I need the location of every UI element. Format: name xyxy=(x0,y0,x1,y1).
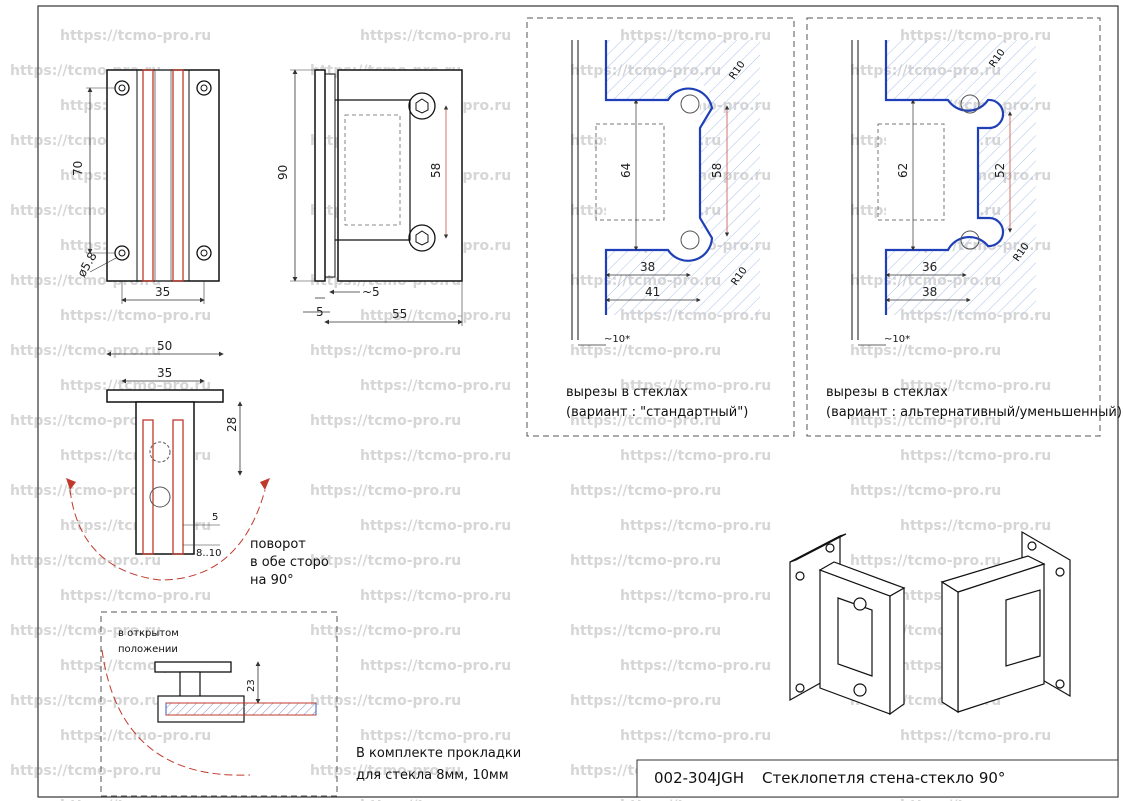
watermark-text: https://tcmo-pro.ru xyxy=(570,693,721,709)
watermark-text: https://tcmo-pro.ru xyxy=(60,728,211,744)
title-block: 002-304JGH Стеклопетля стена-стекло 90° xyxy=(636,759,1119,798)
side-dim-inner: 58 xyxy=(429,163,443,178)
open-position-view: в открытом положении 23 xyxy=(100,611,338,797)
rotation-note-line2: в обе сторо xyxy=(250,555,329,570)
part-code: 002-304JGH xyxy=(654,769,744,787)
watermark-text: https://tcmo-pro.ru xyxy=(310,693,461,709)
watermark-text: https://tcmo-pro.ru xyxy=(60,798,211,801)
std-dim-41: 41 xyxy=(645,285,660,299)
part-name: Стеклопетля стена-стекло 90° xyxy=(762,769,1005,787)
front-view: 70 35 ø5.8 xyxy=(71,69,220,304)
watermark-text: https://tcmo-pro.ru xyxy=(360,448,511,464)
hinge-3d-view-right xyxy=(940,530,1071,714)
open-label-line1: в открытом xyxy=(118,628,179,639)
watermark-text: https://tcmo-pro.ru xyxy=(620,518,771,534)
std-caption-line1: вырезы в стеклах xyxy=(566,385,688,400)
alt-caption-line2: (вариант : альтернативный/уменьшенный) xyxy=(826,405,1122,420)
side-view: 90 58 5 ~5 55 xyxy=(276,69,463,326)
std-caption-line2: (вариант : "стандартный") xyxy=(566,405,748,420)
rotation-note-line1: поворот xyxy=(250,537,306,552)
front-dim-width: 35 xyxy=(155,285,170,299)
watermark-text: https://tcmo-pro.ru xyxy=(310,763,461,779)
watermark-text: https://tcmo-pro.ru xyxy=(10,413,161,429)
watermark-text: https://tcmo-pro.ru xyxy=(620,798,771,801)
watermark-text: https://tcmo-pro.ru xyxy=(10,763,161,779)
side-dim-5: 5 xyxy=(316,305,324,319)
watermark-text: https://tcmo-pro.ru xyxy=(850,343,1001,359)
watermark-text: https://tcmo-pro.ru xyxy=(310,623,461,639)
watermark-text: https://tcmo-pro.ru xyxy=(620,448,771,464)
alt-dim-angle: ~10* xyxy=(884,334,910,345)
watermark-text: https://tcmo-pro.ru xyxy=(850,483,1001,499)
watermark-text: https://tcmo-pro.ru xyxy=(360,798,511,801)
std-dim-38: 38 xyxy=(640,260,655,274)
top-dim-glass: 8..10 xyxy=(196,548,221,559)
watermark-text: https://tcmo-pro.ru xyxy=(900,378,1051,394)
watermark-text: https://tcmo-pro.ru xyxy=(10,693,161,709)
watermark-text: https://tcmo-pro.ru xyxy=(60,308,211,324)
watermark-text: https://tcmo-pro.ru xyxy=(570,483,721,499)
watermark-text: https://tcmo-pro.ru xyxy=(360,588,511,604)
cutout-alternative-panel: 62 52 R10 R10 36 38 ~10* вырезы в стекла… xyxy=(806,17,1122,437)
watermark-text: https://tcmo-pro.ru xyxy=(360,658,511,674)
watermark-text: https://tcmo-pro.ru xyxy=(310,483,461,499)
open-label-line2: положении xyxy=(118,644,178,655)
cutout-standard-panel: 64 58 R10 R10 38 41 ~10* вырезы в стекла… xyxy=(526,17,795,437)
watermark-text: https://tcmo-pro.ru xyxy=(360,378,511,394)
hinge-3d-view-left xyxy=(789,533,906,716)
std-dim-64: 64 xyxy=(619,163,633,178)
rotation-note-line3: на 90° xyxy=(250,573,294,588)
watermark-text: https://tcmo-pro.ru xyxy=(10,343,161,359)
watermark-text: https://tcmo-pro.ru xyxy=(900,518,1051,534)
alt-dim-36: 36 xyxy=(922,260,937,274)
alt-dim-52: 52 xyxy=(993,163,1007,178)
alt-dim-62: 62 xyxy=(896,163,910,178)
watermark-text: https://tcmo-pro.ru xyxy=(850,413,1001,429)
alt-dim-38: 38 xyxy=(922,285,937,299)
alt-caption-line1: вырезы в стеклах xyxy=(826,385,948,400)
sheet-border xyxy=(37,5,1119,798)
watermark-text: https://tcmo-pro.ru xyxy=(360,728,511,744)
watermark-text: https://tcmo-pro.ru xyxy=(60,28,211,44)
watermark-text: https://tcmo-pro.ru xyxy=(620,658,771,674)
watermark-text: https://tcmo-pro.ru xyxy=(360,28,511,44)
watermark-text: https://tcmo-pro.ru xyxy=(570,343,721,359)
watermark-text: https://tcmo-pro.ru xyxy=(10,623,161,639)
side-dim-55: 55 xyxy=(392,307,407,321)
top-dim-5: 5 xyxy=(212,512,218,523)
watermark-text: https://tcmo-pro.ru xyxy=(620,588,771,604)
watermark-text: https://tcmo-pro.ru xyxy=(900,728,1051,744)
watermark-text: https://tcmo-pro.ru xyxy=(850,553,1001,569)
top-view: 50 35 28 5 8..10 поворот в обе сторо на … xyxy=(66,339,329,588)
watermark-text: https://tcmo-pro.ru xyxy=(570,413,721,429)
watermark-text: https://tcmo-pro.ru xyxy=(60,588,211,604)
side-dim-approx5: ~5 xyxy=(362,285,380,299)
front-dim-height: 70 xyxy=(71,161,85,176)
watermark-text: https://tcmo-pro.ru xyxy=(10,483,161,499)
watermark-text: https://tcmo-pro.ru xyxy=(620,728,771,744)
watermark-text: https://tcmo-pro.ru xyxy=(10,553,161,569)
std-dim-58: 58 xyxy=(710,163,724,178)
top-dim-35: 35 xyxy=(157,366,172,380)
open-dim-23: 23 xyxy=(246,679,257,692)
watermark-text: https://tcmo-pro.ru xyxy=(900,448,1051,464)
watermark-text: https://tcmo-pro.ru xyxy=(360,518,511,534)
watermark-text: https://tcmo-pro.ru xyxy=(310,553,461,569)
watermark-text: https://tcmo-pro.ru xyxy=(620,378,771,394)
watermark-text: https://tcmo-pro.ru xyxy=(570,553,721,569)
top-dim-28: 28 xyxy=(225,417,239,432)
watermark-text: https://tcmo-pro.ru xyxy=(310,413,461,429)
watermark-text: https://tcmo-pro.ru xyxy=(900,798,1051,801)
side-dim-height: 90 xyxy=(276,165,290,180)
watermark-text: https://tcmo-pro.ru xyxy=(310,343,461,359)
kit-note-line2: для стекла 8мм, 10мм xyxy=(356,768,509,783)
std-dim-angle: ~10* xyxy=(604,334,630,345)
top-dim-50: 50 xyxy=(157,339,172,353)
watermark-text: https://tcmo-pro.ru xyxy=(570,623,721,639)
kit-note-line1: В комплекте прокладки xyxy=(356,746,521,761)
